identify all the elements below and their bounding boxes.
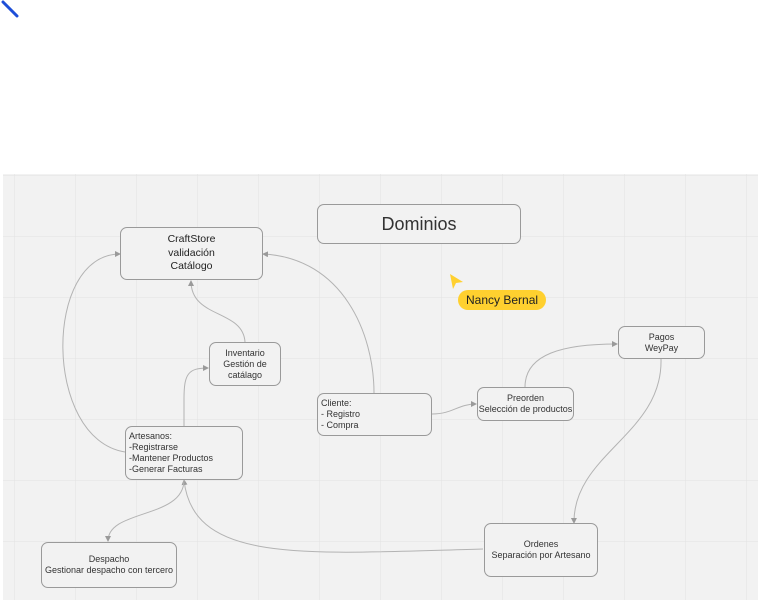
edge-cliente-craftstore xyxy=(262,251,375,394)
node-pagos[interactable]: Pagos WeyPay xyxy=(618,326,705,359)
node-preorden-line-2: Selección de productos xyxy=(478,404,573,414)
collaborator-name-tag: Nancy Bernal xyxy=(458,290,547,310)
node-cliente-line-2: - Registro xyxy=(321,409,361,419)
node-artesanos-line-2: -Registrarse xyxy=(129,442,179,452)
node-artesanos-line-1: Artesanos: xyxy=(129,431,173,441)
diagram-title[interactable]: Dominios xyxy=(317,204,521,244)
edge-artesanos-despacho xyxy=(105,479,185,542)
edge-artesanos-craftstore xyxy=(62,251,126,453)
diagram-title-text: Dominios xyxy=(381,213,457,234)
node-inventario[interactable]: Inventario Gestión de catálago xyxy=(209,342,281,386)
pen-tool-icon[interactable] xyxy=(0,0,22,22)
node-cliente-line-3: - Compra xyxy=(321,420,359,430)
edge-pagos-ordenes xyxy=(570,358,662,524)
collaborator-cursor-icon xyxy=(450,274,463,289)
node-craftstore-line-2: validación xyxy=(168,246,215,259)
edge-preorden-pagos xyxy=(524,341,618,388)
edge-cliente-preorden xyxy=(431,401,477,415)
node-pagos-line-2: WeyPay xyxy=(644,342,679,353)
connector-layer xyxy=(62,251,662,553)
node-despacho-line-1: Despacho xyxy=(88,554,130,564)
node-artesanos-line-4: -Generar Facturas xyxy=(129,464,203,474)
node-despacho-line-2: Gestionar despacho con tercero xyxy=(44,565,174,575)
node-ordenes-line-2: Separación por Artesano xyxy=(491,550,591,560)
node-inventario-line-1: Inventario xyxy=(225,347,265,358)
edge-artesanos-inventario xyxy=(183,365,209,426)
node-ordenes-line-1: Ordenes xyxy=(523,539,559,549)
node-cliente-line-1: Cliente: xyxy=(321,398,352,408)
node-preorden[interactable]: Preorden Selección de productos xyxy=(477,387,574,421)
diagram-canvas[interactable]: Dominios CraftStore validación Catálogo … xyxy=(3,174,758,600)
edge-ordenes-artesanos xyxy=(181,479,484,553)
node-artesanos[interactable]: Artesanos: -Registrarse -Mantener Produc… xyxy=(125,426,243,480)
node-preorden-line-1: Preorden xyxy=(506,393,545,403)
node-craftstore-line-3: Catálogo xyxy=(170,260,213,273)
node-artesanos-line-3: -Mantener Productos xyxy=(129,453,214,463)
node-craftstore[interactable]: CraftStore validación Catálogo xyxy=(120,227,263,280)
node-cliente[interactable]: Cliente: - Registro - Compra xyxy=(317,393,432,436)
node-inventario-line-3: catálago xyxy=(227,369,263,380)
node-craftstore-line-1: CraftStore xyxy=(167,233,216,246)
node-despacho[interactable]: Despacho Gestionar despacho con tercero xyxy=(41,542,177,588)
node-pagos-line-1: Pagos xyxy=(648,331,675,342)
node-ordenes[interactable]: Ordenes Separación por Artesano xyxy=(484,523,598,577)
node-inventario-line-2: Gestión de xyxy=(223,358,267,369)
edge-inventario-craftstore xyxy=(188,280,246,343)
